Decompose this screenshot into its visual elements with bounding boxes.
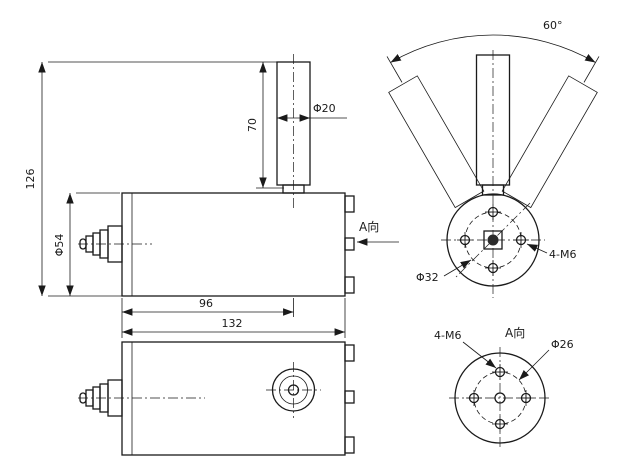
body-outline	[121, 192, 346, 297]
dim-label-4m6-front: 4-M6	[549, 248, 576, 261]
dim-label-rod-diameter: Φ20	[313, 102, 336, 115]
dim-label-length-96: 96	[199, 297, 213, 310]
view-arrow-label: A向	[359, 219, 379, 234]
dim-aview-bolt-circle: Φ26	[518, 338, 574, 381]
bottom-view	[78, 341, 355, 456]
a-direction-view: A向 4-M6 Φ26	[434, 325, 574, 449]
body-right-tabs	[344, 195, 355, 294]
rod-swung-left	[386, 56, 485, 209]
dim-body-diameter: Φ54	[53, 192, 120, 296]
aview-center-hole	[494, 392, 506, 404]
body-outline-bottom	[121, 341, 346, 456]
dim-label-body-diameter: Φ54	[53, 234, 66, 257]
center-hub	[483, 230, 503, 250]
view-direction-arrow: A向	[357, 219, 399, 246]
dim-label-4m6-aview: 4-M6	[434, 329, 461, 342]
dim-flange-bolts: 4-M6	[526, 243, 576, 261]
dim-label-length-132: 132	[222, 317, 243, 330]
dim-label-phi32: Φ32	[416, 271, 439, 284]
dim-lengths: 96 132	[121, 297, 346, 338]
dim-label-swing-angle: 60°	[543, 19, 563, 32]
dim-rod-diameter: Φ20	[277, 102, 347, 122]
mounting-boss	[266, 362, 321, 418]
dim-rod-length: 70	[246, 62, 284, 189]
rod-swung-right	[501, 56, 600, 209]
dim-swing-angle: 60°	[390, 19, 596, 63]
cable-gland-bottom	[78, 379, 205, 417]
dim-flange-circle: Φ32	[416, 259, 472, 284]
dim-label-phi26: Φ26	[551, 338, 574, 351]
dim-label-total-height: 126	[24, 169, 37, 190]
dim-total-height: 126	[24, 61, 277, 297]
cable-gland	[78, 225, 152, 263]
front-view: 60° Φ32 4-M6	[386, 19, 600, 298]
dim-label-rod-length: 70	[246, 118, 259, 132]
body-right-tabs-bottom	[344, 344, 355, 454]
side-view: 126 70 Φ20 Φ54 96 132	[24, 54, 399, 338]
aview-title: A向	[505, 325, 525, 340]
dim-aview-bolts: 4-M6	[434, 329, 497, 369]
